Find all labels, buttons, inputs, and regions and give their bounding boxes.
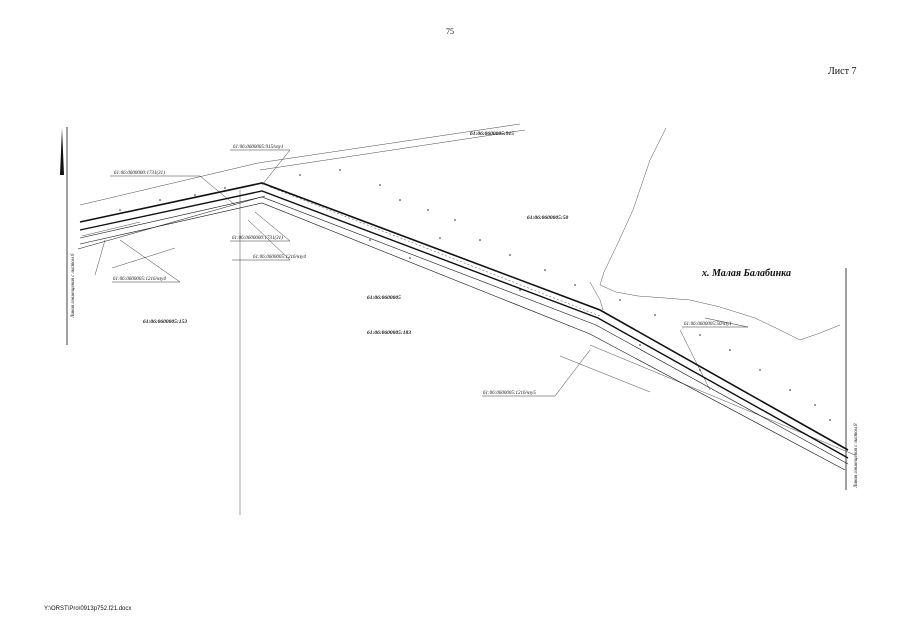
page-number: 75 bbox=[446, 27, 454, 36]
cadastral-label-915: 61:06:0600005:915 bbox=[470, 131, 514, 137]
cadastral-quarter-label: 61:06:0600005 bbox=[367, 295, 401, 301]
cadastral-label-1216-chzu4-mid: 61:06:0600005:1216/чзу4 bbox=[253, 255, 306, 260]
place-name: х. Малая Балабинка bbox=[701, 268, 791, 279]
north-arrow-icon bbox=[60, 128, 64, 175]
cadastral-label-1731-left: 61:06:0600000:1731(31) bbox=[114, 171, 165, 176]
parcel-lines bbox=[79, 123, 856, 515]
file-path: Y:\ORST\Pro\0913p752.f21.docx bbox=[44, 606, 132, 612]
cadastral-label-1731-mid: 61:06:0600000:1731(31) bbox=[232, 236, 283, 241]
left-match-line bbox=[60, 127, 68, 345]
callout-leaders bbox=[110, 149, 749, 397]
left-match-line-label: Линия совмещения с листом 6 bbox=[71, 253, 76, 319]
cadastral-label-915-chzu1: 61:06:0600005:915/чзу1 bbox=[233, 145, 283, 150]
cadastral-label-1216-chzu5: 61:06:0600005:1216/чзу5 bbox=[483, 391, 536, 396]
cadastral-label-50: 61:06:0600005:50 bbox=[527, 215, 568, 221]
road-corridor bbox=[77, 182, 849, 471]
sheet-label: Лист 7 bbox=[828, 66, 857, 77]
cadastral-label-1216-chzu4-left: 61:06:0600005:1216/чзу4 bbox=[113, 277, 166, 282]
right-match-line-label: Линия совмещения с листом 8 bbox=[854, 423, 859, 489]
survey-points bbox=[119, 169, 831, 421]
cadastral-label-153: 61:06:0600005:153 bbox=[143, 319, 187, 325]
cadastral-label-50-chzu1: 61:06:0600005:50/чзу1 bbox=[684, 322, 732, 327]
settlement-boundary bbox=[589, 127, 841, 341]
cadastral-label-183: 61:06:0600005:183 bbox=[367, 330, 411, 336]
